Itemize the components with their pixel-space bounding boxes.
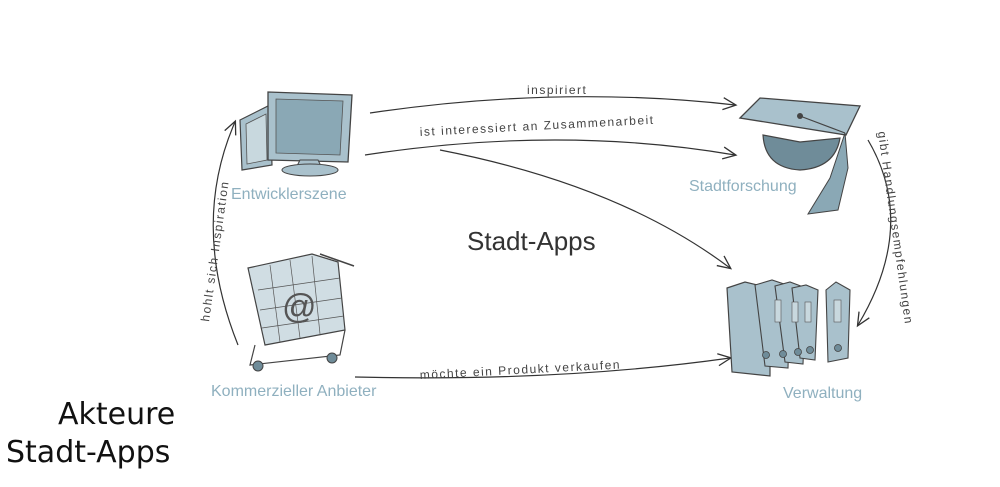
- shopping-cart-icon: @: [247, 253, 355, 372]
- actor-label-entwickler: Entwicklerszene: [231, 186, 347, 203]
- arrow-zusammenarbeit: [364, 139, 738, 160]
- arrow-inspiriert: [369, 96, 738, 114]
- computer-icon: [239, 91, 353, 177]
- side-title-line2: Stadt-Apps: [6, 435, 171, 470]
- actor-label-verwaltung: Verwaltung: [783, 385, 863, 402]
- binders-icon: [726, 279, 851, 377]
- side-title-line1: Akteure: [58, 397, 176, 432]
- arrow-entwickler-verwaltung: [439, 149, 733, 270]
- relation-label-inspiriert: inspiriert: [527, 83, 587, 97]
- center-title: Stadt-Apps: [467, 226, 596, 256]
- graduation-cap-icon: [738, 97, 861, 215]
- arrow-inspiration: [212, 119, 239, 346]
- relation-label-verkaufen: möchte ein Produkt verkaufen: [419, 357, 621, 382]
- arrow-verkaufen: [354, 353, 733, 379]
- actor-label-anbieter: Kommerzieller Anbieter: [211, 383, 377, 400]
- arrow-empfehlungen: [856, 139, 892, 328]
- actor-label-forschung: Stadtforschung: [689, 178, 797, 195]
- svg-text:@: @: [282, 288, 317, 326]
- relation-label-empfehlungen: gibt Handlungsempfehlungen: [875, 130, 916, 325]
- relation-label-zusammenarbeit: ist interessiert an Zusammenarbeit: [419, 113, 654, 139]
- relation-label-inspiration: hohlt sich Inspiration: [198, 179, 232, 322]
